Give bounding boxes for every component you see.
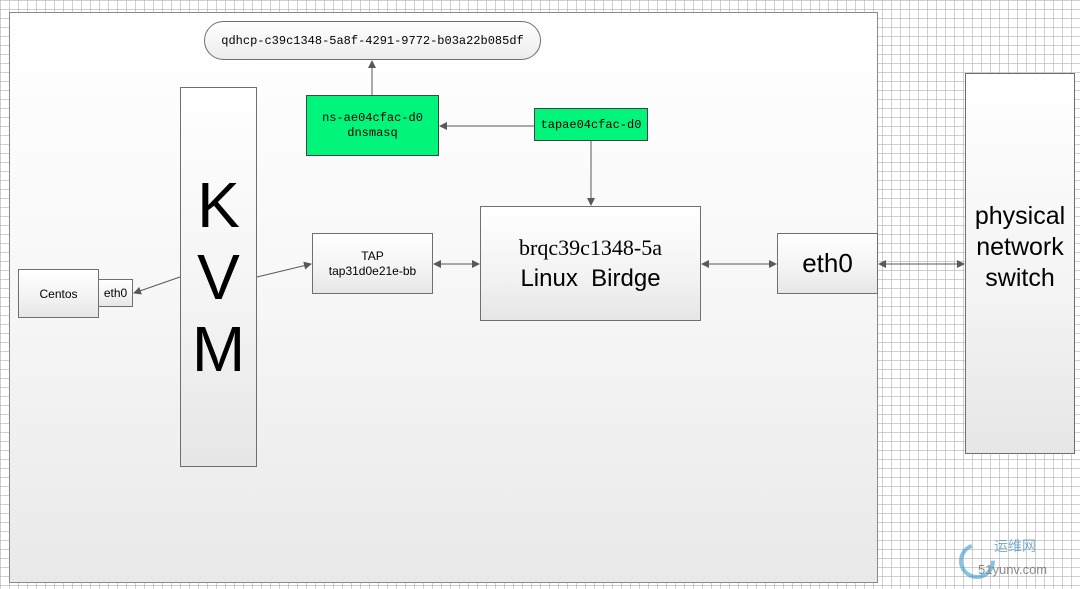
host-container: [9, 12, 878, 583]
ns-dnsmasq-node: ns-ae04cfac-d0 dnsmasq: [306, 95, 439, 156]
switch-line-2: network: [976, 233, 1064, 261]
tap-id-label: tap31d0e21e-bb: [328, 263, 417, 278]
kvm-letter-v: V: [197, 241, 240, 313]
tap-node: TAP tap31d0e21e-bb: [312, 233, 433, 294]
watermark: 运维网 51yunv.com: [956, 536, 1076, 586]
tap-title: TAP: [361, 248, 384, 263]
watermark-text-2: 51yunv.com: [978, 562, 1048, 577]
eth0-node: eth0: [777, 233, 878, 294]
kvm-to-tap-arrow: [256, 261, 312, 278]
centos-label: Centos: [39, 286, 78, 301]
linux-bridge-node: brqc39c1348-5a Linux Birdge: [480, 206, 701, 321]
tap-ae-node: tapae04cfac-d0: [534, 108, 648, 141]
kvm-letter-k: K: [197, 169, 240, 241]
bridge-id-label: brqc39c1348-5a: [519, 234, 662, 260]
watermark-text-1: 运维网: [994, 538, 1036, 554]
kvm-node: K V M: [180, 87, 257, 467]
watermark-logo-icon: [959, 543, 995, 579]
physical-switch-node: physical network switch: [965, 73, 1075, 454]
dnsmasq-label: dnsmasq: [347, 125, 398, 140]
tap-ae-label: tapae04cfac-d0: [540, 117, 642, 132]
kvm-letter-m: M: [191, 313, 246, 385]
qdhcp-label: qdhcp-c39c1348-5a8f-4291-9772-b03a22b085…: [221, 33, 524, 48]
kvm-to-centos-arrow: [133, 276, 181, 295]
switch-line-1: physical: [974, 202, 1066, 230]
switch-line-3: switch: [985, 264, 1055, 292]
centos-eth0-node: eth0: [98, 279, 133, 307]
eth0-label: eth0: [802, 248, 853, 278]
qdhcp-namespace-node: qdhcp-c39c1348-5a8f-4291-9772-b03a22b085…: [204, 21, 541, 60]
centos-eth0-label: eth0: [103, 286, 128, 300]
ns-label: ns-ae04cfac-d0: [322, 110, 423, 125]
bridge-type-label: Linux Birdge: [520, 264, 661, 292]
